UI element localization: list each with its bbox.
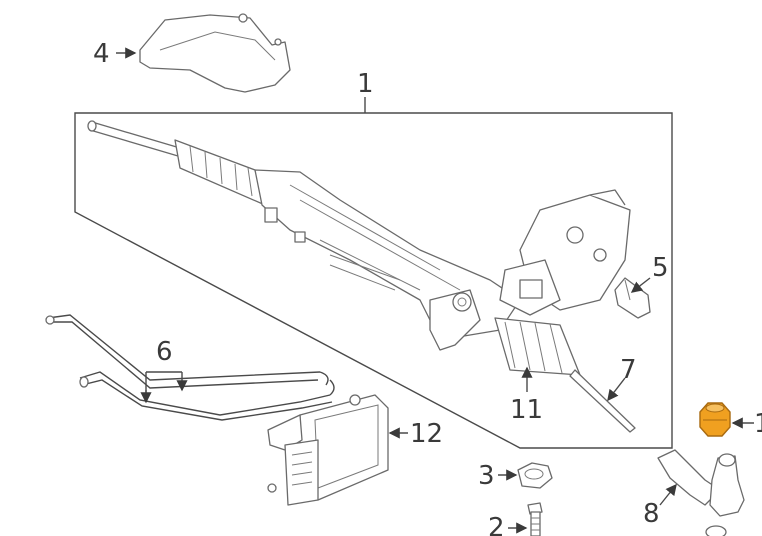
- callout-highlight[interactable]: 1: [754, 409, 762, 439]
- callout-6[interactable]: 6: [156, 337, 173, 367]
- tie-rod-end-part: [657, 449, 745, 536]
- callout-1[interactable]: 1: [357, 69, 374, 99]
- nut-part: [517, 462, 553, 489]
- callout-12[interactable]: 12: [410, 419, 443, 449]
- callout-2[interactable]: 2: [488, 513, 505, 536]
- leader-6: [145, 371, 182, 400]
- callout-7[interactable]: 7: [620, 355, 637, 385]
- control-module-part: [267, 394, 389, 506]
- callout-11[interactable]: 11: [510, 395, 543, 425]
- steering-rack-part: [87, 120, 636, 433]
- assembly-outline: [74, 112, 673, 449]
- callout-5[interactable]: 5: [652, 253, 669, 283]
- callout-3[interactable]: 3: [478, 461, 495, 491]
- highlighted-nut-part[interactable]: [699, 402, 731, 437]
- callout-4[interactable]: 4: [93, 39, 110, 69]
- callout-8[interactable]: 8: [643, 499, 660, 529]
- heat-shield-part: [139, 13, 291, 93]
- hydraulic-lines-part: [45, 314, 335, 421]
- bolt-part: [527, 502, 543, 536]
- leader-5: [630, 277, 651, 293]
- leader-7: [607, 377, 626, 402]
- leader-8: [659, 483, 677, 506]
- clip-part: [614, 277, 651, 319]
